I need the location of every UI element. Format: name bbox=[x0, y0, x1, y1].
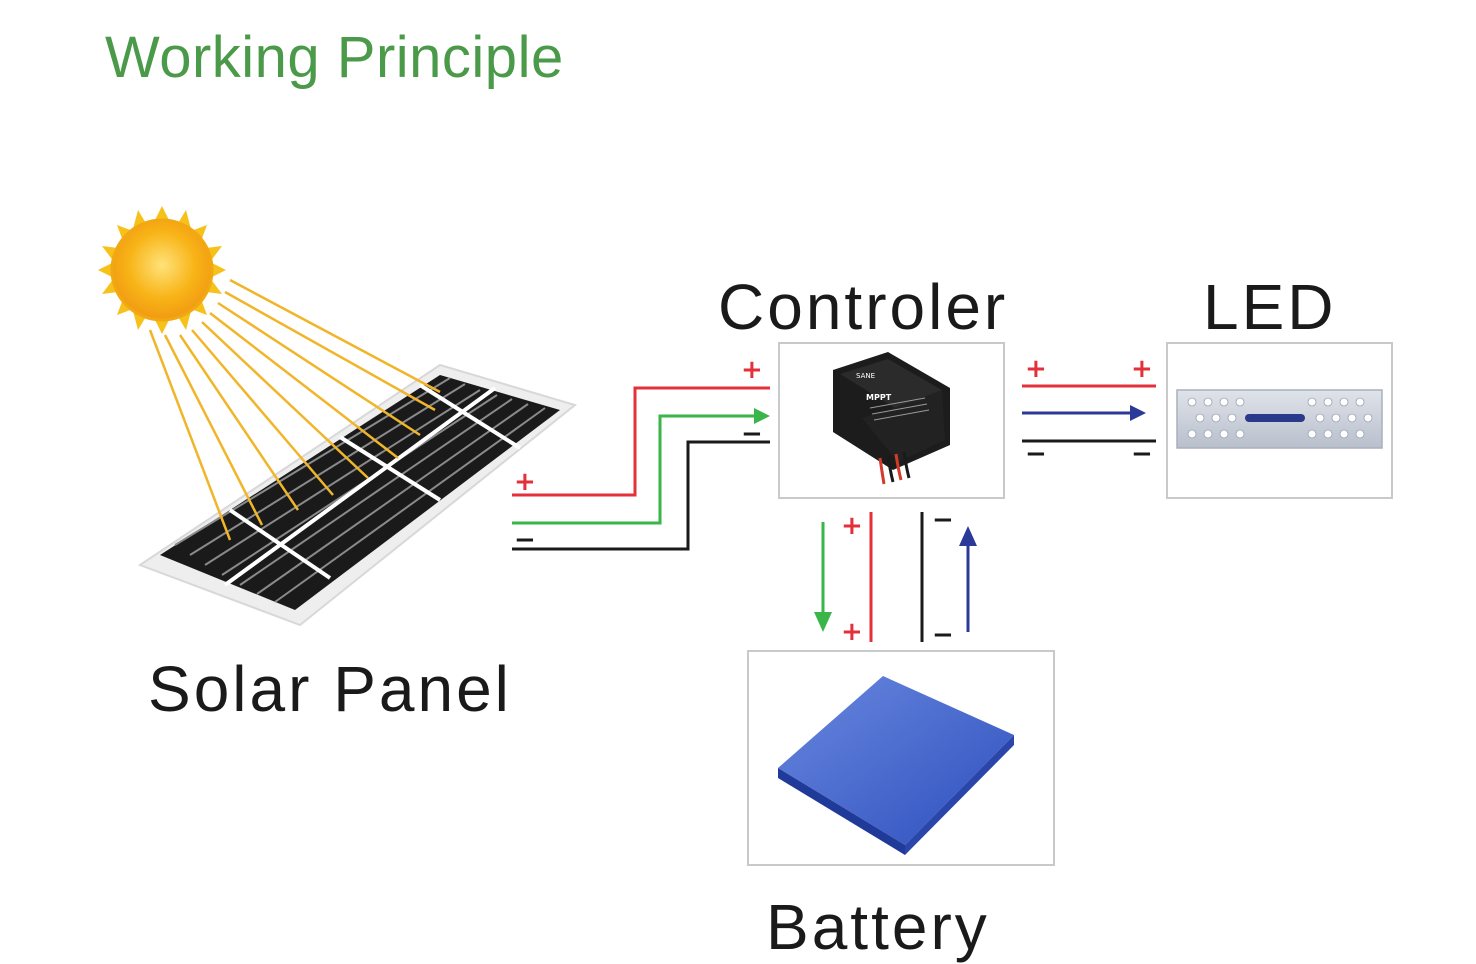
battery-label: Battery bbox=[766, 891, 990, 963]
led-module-icon bbox=[1176, 389, 1383, 449]
solar-panel-icon bbox=[137, 363, 578, 627]
led-out-plus-sign: + bbox=[1025, 354, 1047, 384]
controller-device-icon: SANE MPPT bbox=[833, 352, 950, 485]
controller-in-minus-sign: − bbox=[741, 419, 763, 449]
led-out-minus-sign: − bbox=[1025, 439, 1047, 469]
controller-model: MPPT bbox=[866, 393, 892, 402]
controller-to-led-wires bbox=[1022, 384, 1156, 443]
led-in-minus-sign: − bbox=[1131, 439, 1153, 469]
controller-brand: SANE bbox=[856, 372, 875, 380]
solar-panel-label: Solar Panel bbox=[148, 653, 512, 725]
battery-out-plus-sign: + bbox=[841, 511, 863, 541]
controller-in-plus-sign: + bbox=[741, 355, 763, 385]
controller-battery-wires bbox=[814, 512, 977, 642]
sun-rays bbox=[148, 278, 441, 541]
solar-plus-sign: + bbox=[514, 467, 536, 497]
solar-to-controller-wires bbox=[512, 386, 770, 551]
battery-in-plus-sign: + bbox=[841, 617, 863, 647]
sun-icon bbox=[98, 206, 226, 334]
battery-in-minus-sign: − bbox=[932, 620, 954, 650]
battery-icon bbox=[778, 676, 1014, 855]
page-title: Working Principle bbox=[105, 25, 564, 90]
led-in-plus-sign: + bbox=[1131, 354, 1153, 384]
solar-minus-sign: − bbox=[514, 525, 536, 555]
polarity-signs: + − + − + + − − + + − − bbox=[514, 354, 1153, 650]
battery-out-minus-sign: − bbox=[932, 505, 954, 535]
led-label: LED bbox=[1203, 271, 1337, 343]
controller-label: Controler bbox=[718, 271, 1009, 343]
